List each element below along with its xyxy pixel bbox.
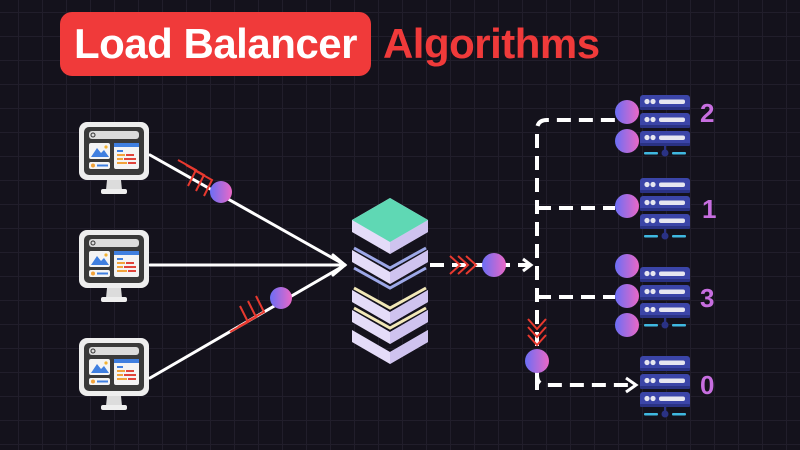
server-a-count: 2 — [700, 98, 715, 128]
arrow-head-icon — [625, 376, 639, 394]
server-d — [640, 356, 690, 418]
incoming-connections — [148, 153, 348, 380]
chevron-icon — [177, 159, 266, 333]
server-c — [615, 254, 690, 337]
request-dot — [525, 349, 549, 373]
load-balancer-icon — [352, 198, 428, 364]
client-2 — [78, 229, 150, 303]
title-highlight: Load Balancer — [60, 12, 371, 76]
server-b — [615, 178, 690, 240]
server-b-count: 1 — [702, 194, 717, 224]
arrow-head-icon — [522, 257, 534, 273]
request-dot — [270, 287, 292, 309]
request-dot — [210, 181, 232, 203]
title-rest: Algorithms — [382, 20, 600, 67]
title: Load Balancer Algorithms — [60, 12, 600, 76]
chevron-icon — [449, 255, 547, 347]
server-d-count: 0 — [700, 370, 715, 400]
request-dot — [482, 253, 506, 277]
server-a — [615, 95, 690, 157]
outgoing-connections — [430, 118, 632, 390]
client-3 — [78, 337, 150, 411]
client-1 — [78, 121, 150, 195]
server-c-count: 3 — [700, 283, 715, 313]
